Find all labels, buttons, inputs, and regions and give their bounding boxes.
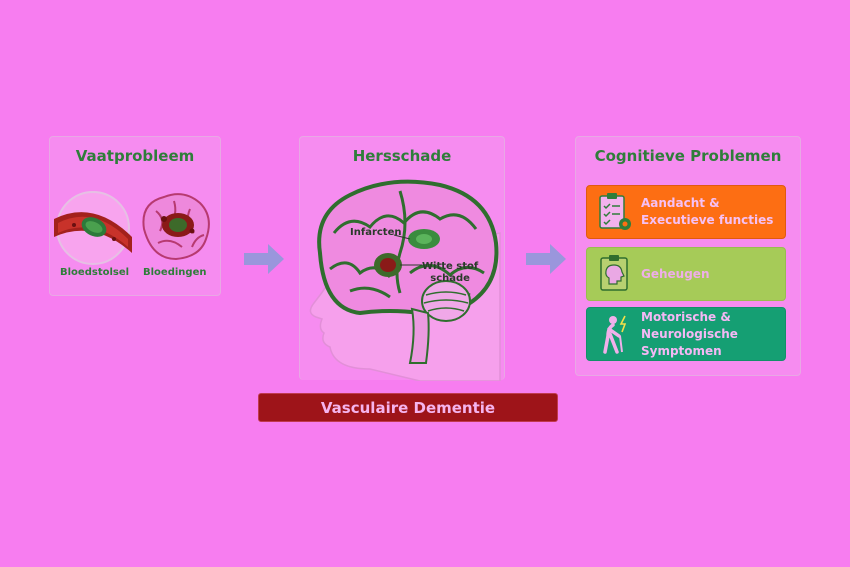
white-matter-label: Witte stof schade <box>422 261 479 284</box>
cognitive-problems-panel: Cognitieve Problemen Aandacht & Executie… <box>575 136 801 376</box>
memory-label: Geheugen <box>641 266 710 281</box>
brain-damage-panel: Hersschade Infarcten Witte stof schade <box>299 136 505 381</box>
brain-damage-title: Hersschade <box>352 147 452 165</box>
vascular-dementia-banner: Vasculaire Dementie <box>258 393 558 422</box>
arrow-right-icon <box>244 244 284 274</box>
motor-neurological-box: Motorische & Neurologische Symptomen <box>586 307 786 361</box>
vascular-problem-panel: Vaatprobleem Bloedstolsel Bloedingen <box>49 136 221 296</box>
memory-box: Geheugen <box>586 247 786 301</box>
blood-clot-illustration <box>54 191 132 265</box>
attention-executive-box: Aandacht & Executieve functies <box>586 185 786 239</box>
blood-clot-label: Bloedstolsel <box>60 267 130 278</box>
hemorrhage-label: Bloedingen <box>143 267 207 278</box>
infarcts-label: Infarcten <box>350 227 402 238</box>
elderly-walking-cane-icon <box>603 315 627 354</box>
motor-neurological-label: Motorische & Neurologische Symptomen <box>641 309 738 358</box>
attention-executive-label: Aandacht & Executieve functies <box>641 196 774 227</box>
brain-head-illustration <box>309 179 501 381</box>
cognitive-problems-title: Cognitieve Problemen <box>594 147 782 165</box>
clipboard-gear-icon <box>599 193 631 230</box>
arrow-right-icon <box>526 244 566 274</box>
hemorrhage-illustration <box>142 193 210 261</box>
head-profile-icon <box>600 255 628 291</box>
vascular-problem-title: Vaatprobleem <box>75 147 195 165</box>
